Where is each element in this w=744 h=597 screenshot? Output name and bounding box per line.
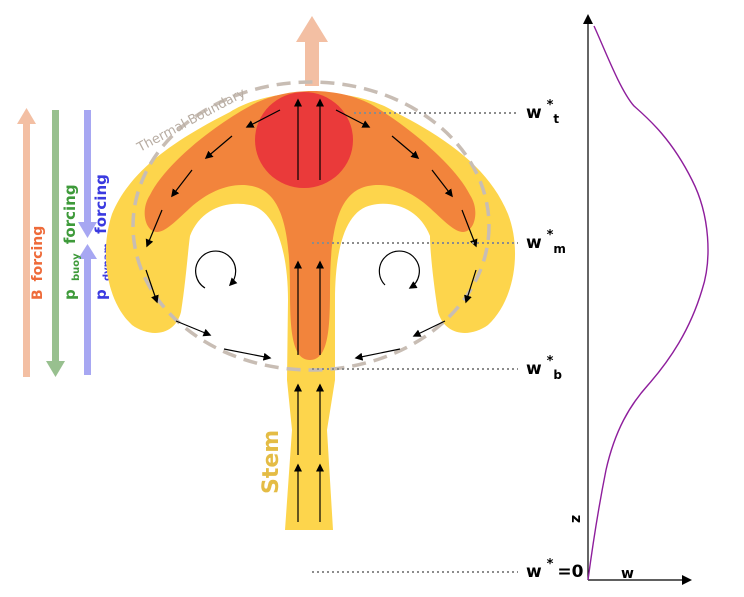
w-0-label: w * =0 <box>526 553 584 582</box>
velocity-profile-plot: z w <box>568 14 709 585</box>
flow-arrow <box>461 209 478 248</box>
flow-arrow <box>335 109 371 128</box>
w-m-label: w * m <box>526 224 566 256</box>
flow-arrow <box>175 320 212 337</box>
w-b-main: w <box>526 359 542 379</box>
circulation-arrow-right <box>378 250 420 289</box>
thermal-core-red <box>255 92 353 188</box>
flow-arrow <box>145 269 159 304</box>
thermal-inner-orange <box>144 91 476 360</box>
p-buoy-forcing-arrow <box>46 110 65 377</box>
w-m-sup: * <box>547 228 554 243</box>
flow-arrows <box>145 98 478 522</box>
p-buoy-forcing-label: p buoy forcing <box>61 184 83 300</box>
p-dynam-forcing-arrow-up <box>78 244 97 375</box>
top-rise-arrow <box>296 16 328 86</box>
w-level-guides <box>312 112 518 573</box>
flow-arrow <box>245 109 281 128</box>
w-profile-curve <box>587 25 709 581</box>
circulation-arrow-left <box>195 250 238 289</box>
p-buoy-main: p <box>61 289 79 300</box>
flow-arrow <box>431 169 453 198</box>
w-b-sub: b <box>553 368 562 382</box>
flow-arrow <box>145 209 163 248</box>
b-forcing-label: B forcing <box>30 226 46 300</box>
b-forcing-word: forcing <box>30 226 46 282</box>
w-m-sub: m <box>553 242 566 256</box>
b-forcing-main: B <box>30 289 46 300</box>
forcing-arrows <box>17 108 97 377</box>
thermal-boundary <box>131 80 491 372</box>
w-b-label: w * b <box>526 350 562 382</box>
flow-arrow <box>171 169 193 198</box>
w-0-rest: =0 <box>557 562 583 582</box>
p-dynam-main: p <box>92 289 110 300</box>
flow-arrow <box>391 135 420 159</box>
w-t-label: w * t <box>526 94 559 126</box>
flow-arrow <box>204 135 233 159</box>
p-dynam-forcing-arrow-down <box>78 110 97 238</box>
flow-arrow <box>464 269 477 304</box>
w-0-sup: * <box>547 557 554 572</box>
w-0-main: w <box>526 562 542 582</box>
z-axis-label: z <box>568 515 584 523</box>
b-forcing-arrow <box>17 108 36 377</box>
w-b-sup: * <box>547 354 554 369</box>
w-t-sup: * <box>547 98 554 113</box>
flow-arrow <box>223 348 272 361</box>
p-buoy-word: forcing <box>61 184 79 244</box>
flow-arrow <box>354 348 401 361</box>
w-axis-label: w <box>621 566 634 582</box>
stem-label: Stem <box>259 430 284 494</box>
flow-arrow <box>412 320 446 337</box>
p-buoy-sub: buoy <box>71 253 82 281</box>
w-t-sub: t <box>553 112 559 126</box>
p-dynam-word: forcing <box>92 174 110 234</box>
w-t-main: w <box>526 103 542 123</box>
w-m-main: w <box>526 233 542 253</box>
